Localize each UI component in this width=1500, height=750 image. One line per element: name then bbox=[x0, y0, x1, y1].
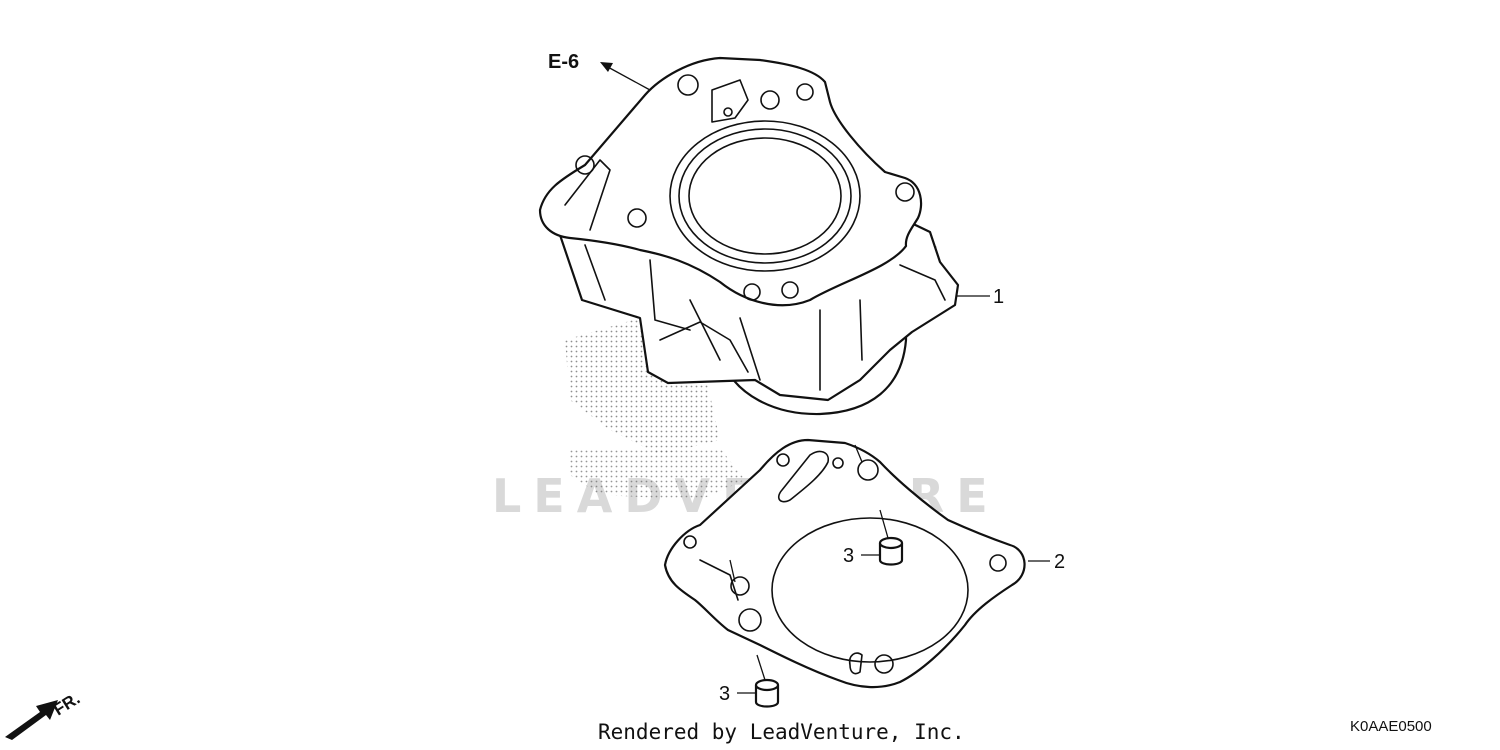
cylinder-part[interactable] bbox=[538, 56, 960, 416]
credit-text: Rendered by LeadVenture, Inc. bbox=[598, 720, 965, 744]
diagram-code: K0AAE0500 bbox=[1350, 718, 1432, 735]
callout-2[interactable]: 2 bbox=[1054, 551, 1065, 573]
front-arrow-icon bbox=[5, 700, 58, 740]
direction-label: FR. bbox=[50, 689, 83, 720]
callout-3-lower[interactable]: 3 bbox=[719, 683, 730, 705]
gasket-part[interactable] bbox=[663, 438, 1026, 689]
callout-3-upper[interactable]: 3 bbox=[843, 545, 854, 567]
reference-label[interactable]: E-6 bbox=[548, 51, 579, 73]
leader-lines bbox=[600, 62, 1050, 694]
dowel-pin-upper[interactable] bbox=[878, 536, 904, 566]
dowel-pin-lower[interactable] bbox=[754, 678, 780, 708]
callout-1[interactable]: 1 bbox=[993, 286, 1004, 308]
